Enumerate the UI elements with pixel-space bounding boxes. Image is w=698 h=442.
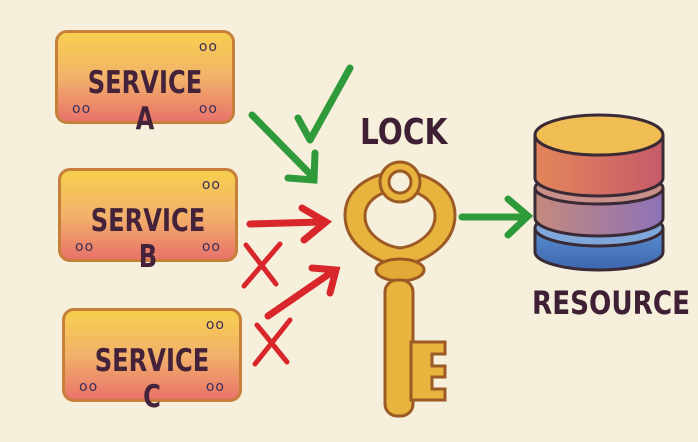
- service-c-card: SERVICE C oo oo oo: [62, 308, 242, 415]
- connector-dots: oo: [205, 317, 225, 333]
- resource-label: RESOURCE: [532, 284, 691, 322]
- service-b-label: SERVICE B: [90, 203, 206, 275]
- connector-dots: oo: [201, 239, 221, 255]
- key-icon: [343, 160, 457, 418]
- denied-arrow-b: [246, 204, 333, 244]
- connector-dots: oo: [72, 101, 92, 117]
- lock-label: LOCK: [360, 112, 448, 153]
- service-b-card: SERVICE B oo oo oo: [58, 168, 238, 275]
- x-icon: [252, 317, 293, 367]
- service-c-label: SERVICE C: [94, 343, 210, 415]
- x-icon: [241, 241, 283, 289]
- service-a-card: SERVICE A oo oo oo: [55, 30, 235, 137]
- access-arrow: [458, 195, 534, 239]
- connector-dots: oo: [205, 379, 225, 395]
- service-a-label: SERVICE A: [87, 65, 203, 137]
- connector-dots: oo: [79, 379, 99, 395]
- denied-arrow-c: [264, 264, 341, 320]
- connector-dots: oo: [75, 239, 95, 255]
- database-icon: [533, 113, 665, 272]
- allowed-arrow: [248, 111, 319, 184]
- connector-dots: oo: [201, 177, 221, 193]
- check-icon: [294, 64, 354, 144]
- connector-dots: oo: [198, 101, 218, 117]
- connector-dots: oo: [198, 39, 218, 55]
